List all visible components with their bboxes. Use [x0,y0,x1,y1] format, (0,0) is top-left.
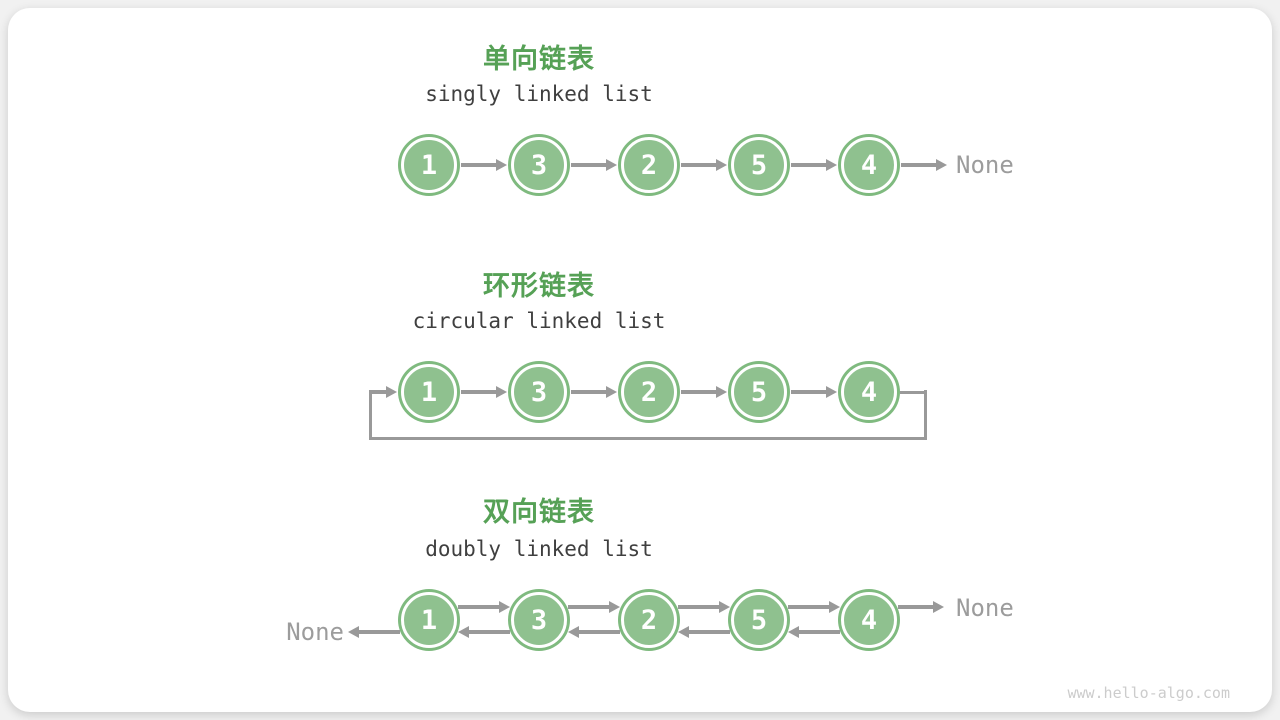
prev-pointer-arrow [348,626,400,638]
list-node: 4 [841,137,897,193]
figure-card: 单向链表 singly linked list 1 3 2 5 4 None 环… [8,8,1272,712]
next-pointer-arrow [461,159,507,171]
next-pointer-arrow [461,386,507,398]
section-subtitle-singly: singly linked list [425,82,653,106]
prev-pointer-arrow [788,626,840,638]
loop-back-line [369,390,927,440]
prev-pointer-arrow [458,626,510,638]
list-node: 5 [731,364,787,420]
next-pointer-arrow [898,601,944,613]
prev-pointer-arrow [678,626,730,638]
list-node: 1 [401,364,457,420]
next-pointer-arrow [458,601,510,613]
none-label: None [956,151,1014,179]
list-node: 5 [731,137,787,193]
next-pointer-arrow [678,601,730,613]
list-node: 1 [401,137,457,193]
prev-pointer-arrow [568,626,620,638]
next-pointer-arrow [571,159,617,171]
list-node: 4 [841,592,897,648]
list-node: 5 [731,592,787,648]
list-node: 3 [511,137,567,193]
next-pointer-arrow [901,159,947,171]
none-label: None [286,618,344,646]
section-title-singly: 单向链表 [483,44,595,74]
list-node: 2 [621,592,677,648]
list-node: 2 [621,137,677,193]
none-label: None [956,594,1014,622]
next-pointer-arrow [791,159,837,171]
next-pointer-arrow [568,601,620,613]
section-subtitle-circular: circular linked list [412,309,666,333]
section-title-circular: 环形链表 [483,271,595,301]
list-node: 1 [401,592,457,648]
list-node: 3 [511,592,567,648]
watermark: www.hello-algo.com [1067,684,1230,702]
loop-exit-line [900,391,927,394]
loop-entry-arrow [369,386,397,398]
section-subtitle-doubly: doubly linked list [425,537,653,561]
list-node: 4 [841,364,897,420]
next-pointer-arrow [791,386,837,398]
list-node: 2 [621,364,677,420]
next-pointer-arrow [788,601,840,613]
next-pointer-arrow [681,159,727,171]
next-pointer-arrow [681,386,727,398]
next-pointer-arrow [571,386,617,398]
list-node: 3 [511,364,567,420]
section-title-doubly: 双向链表 [483,497,595,527]
